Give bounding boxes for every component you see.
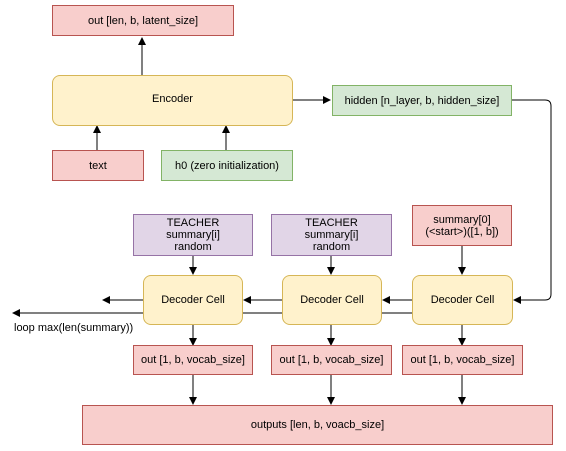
text-input-label: text	[89, 159, 107, 172]
decoder-cell-1: Decoder Cell	[143, 275, 243, 325]
decoder-cell-3: Decoder Cell	[412, 275, 513, 325]
cell-output-2-label: out [1, b, vocab_size]	[279, 354, 384, 366]
cell-output-1-label: out [1, b, vocab_size]	[141, 354, 245, 366]
teacher-1-line-1: TEACHER	[166, 217, 220, 229]
teacher-2-line-2: summary[i]	[304, 229, 359, 241]
encoder-output-label: out [len, b, latent_size]	[87, 14, 199, 27]
teacher-box-1: TEACHER summary[i] random	[133, 214, 253, 256]
hidden-state-box: hidden [n_layer, b, hidden_size]	[332, 85, 512, 116]
arrow-hidden-to-decoder	[512, 99, 552, 304]
text-input-box: text	[52, 150, 144, 181]
cell-output-box-1: out [1, b, vocab_size]	[133, 345, 253, 375]
decoder-cell-3-label: Decoder Cell	[430, 294, 495, 306]
outputs-label: outputs [len, b, voacb_size]	[250, 419, 385, 431]
start-token-line-2: (<start>)([1, b])	[425, 225, 499, 238]
encoder-output-box: out [len, b, latent_size]	[52, 5, 234, 36]
start-token-box: summary[0] (<start>)([1, b])	[412, 205, 512, 246]
h0-label: h0 (zero initialization)	[175, 159, 279, 172]
encoder-box: Encoder	[52, 75, 293, 126]
teacher-2-line-1: TEACHER	[305, 217, 358, 229]
cell-output-box-3: out [1, b, vocab_size]	[402, 345, 523, 375]
loop-label: loop max(len(summary))	[14, 322, 134, 334]
decoder-cell-1-label: Decoder Cell	[161, 294, 225, 306]
start-token-line-1: summary[0]	[433, 213, 491, 226]
cell-output-box-2: out [1, b, vocab_size]	[271, 345, 392, 375]
hidden-state-label: hidden [n_layer, b, hidden_size]	[344, 94, 500, 107]
h0-box: h0 (zero initialization)	[161, 150, 293, 181]
decoder-cell-2: Decoder Cell	[282, 275, 382, 325]
teacher-1-line-3: random	[174, 241, 212, 253]
teacher-2-line-3: random	[312, 241, 351, 253]
outputs-box: outputs [len, b, voacb_size]	[82, 405, 553, 445]
teacher-1-line-2: summary[i]	[166, 229, 220, 241]
decoder-cell-2-label: Decoder Cell	[300, 294, 364, 306]
teacher-box-2: TEACHER summary[i] random	[271, 214, 392, 256]
cell-output-3-label: out [1, b, vocab_size]	[410, 354, 515, 366]
encoder-label: Encoder	[152, 93, 193, 105]
